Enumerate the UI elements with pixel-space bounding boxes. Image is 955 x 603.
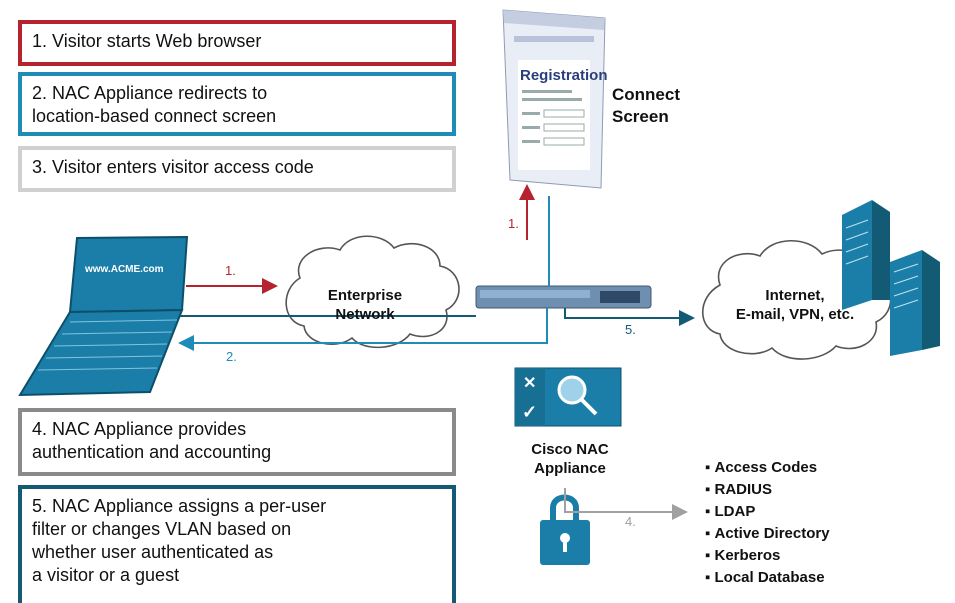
arrow-2-redirect [178, 308, 548, 351]
laptop-screen-text: www.ACME.com [84, 264, 164, 275]
arrow-1-top-number: 1. [508, 216, 519, 231]
list-item: Active Directory [705, 523, 830, 545]
enterprise-network-label: Enterprise Network [327, 287, 403, 323]
step-1-text: 1. Visitor starts Web browser [32, 31, 262, 51]
database-list: Access Codes RADIUS LDAP Active Director… [705, 457, 830, 589]
list-item: LDAP [705, 501, 830, 523]
step-4-box: 4. NAC Appliance provides authentication… [18, 408, 456, 476]
nac-appliance-server-icon [475, 285, 652, 309]
connect-screen-icon: Registration [502, 9, 608, 189]
list-item: Local Database [705, 567, 830, 589]
svg-text:✓: ✓ [522, 402, 537, 422]
step-3-text: 3. Visitor enters visitor access code [32, 157, 314, 177]
arrow-4-number: 4. [625, 514, 636, 529]
arrow-1-left-number: 1. [225, 263, 236, 278]
list-item: RADIUS [705, 479, 830, 501]
arrow-5-to-internet [564, 308, 695, 326]
step-5-text: 5. NAC Appliance assigns a per-user filt… [32, 496, 327, 585]
cisco-nac-icon: ✕ ✓ [514, 367, 622, 427]
enterprise-network-cloud [285, 235, 460, 349]
step-1-box: 1. Visitor starts Web browser [18, 20, 456, 66]
step-5-box: 5. NAC Appliance assigns a per-user filt… [18, 485, 456, 603]
buildings-icon [842, 200, 940, 356]
step-3-box: 3. Visitor enters visitor access code [18, 146, 456, 192]
laptop-icon: www.ACME.com [18, 235, 189, 397]
arrow-4-to-databases [564, 488, 688, 520]
step-2-box: 2. NAC Appliance redirects to location-b… [18, 72, 456, 136]
arrow-5-number: 5. [625, 322, 636, 337]
connect-screen-label: Connect Screen [612, 85, 680, 126]
arrow-2-number: 2. [226, 349, 237, 364]
step-4-text: 4. NAC Appliance provides authentication… [32, 419, 272, 462]
internet-label: Internet, E-mail, VPN, etc. [735, 287, 855, 323]
cisco-nac-appliance-label: Cisco NAC Appliance [531, 441, 609, 477]
registration-text: Registration [520, 67, 608, 84]
step-2-text: 2. NAC Appliance redirects to location-b… [32, 83, 277, 126]
list-item: Access Codes [705, 457, 830, 479]
list-item: Kerberos [705, 545, 830, 567]
svg-text:✕: ✕ [523, 375, 536, 392]
